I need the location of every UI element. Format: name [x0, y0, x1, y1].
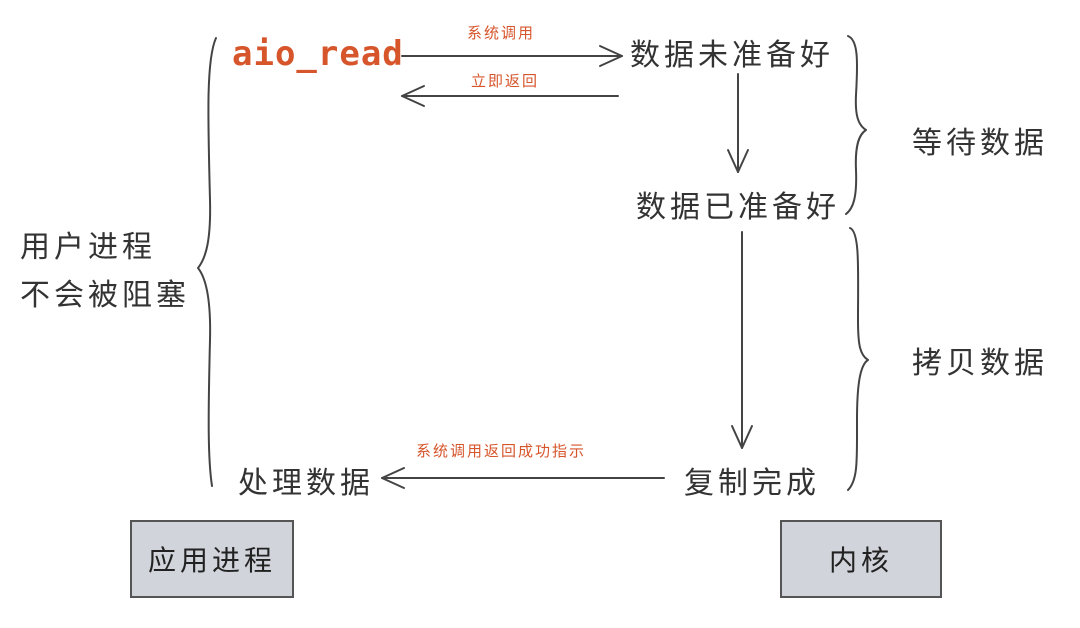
data-ready: 数据已准备好	[636, 190, 840, 225]
copy-arrow-head	[731, 425, 753, 449]
syscall-label: 系统调用	[467, 24, 536, 42]
kernel-box: 内核	[780, 520, 942, 598]
left-brace	[197, 37, 217, 487]
app-process-box: 应用进程	[130, 520, 294, 598]
wait-brace	[845, 35, 867, 215]
copy-done: 复制完成	[684, 466, 820, 501]
immediate-return-label: 立即返回	[471, 72, 540, 90]
process-data: 处理数据	[238, 466, 374, 501]
wait-arrow-head	[727, 149, 749, 173]
data-not-ready: 数据未准备好	[630, 38, 834, 73]
kernel-box-label: 内核	[828, 544, 893, 577]
aio-read-call: aio_read	[232, 34, 404, 74]
wait-data-phase: 等待数据	[912, 126, 1048, 161]
app-process-box-label: 应用进程	[147, 544, 276, 577]
syscall-success-label: 系统调用返回成功指示	[416, 442, 587, 460]
copy-data-phase: 拷贝数据	[912, 346, 1048, 381]
copy-brace	[847, 227, 869, 491]
immediate-return-arrow-head	[401, 85, 425, 107]
success-return-arrow-head	[381, 467, 405, 489]
user-process-note-line2: 不会被阻塞	[20, 278, 190, 313]
user-process-note-line1: 用户进程	[20, 230, 156, 265]
syscall-arrow-head	[599, 45, 623, 67]
